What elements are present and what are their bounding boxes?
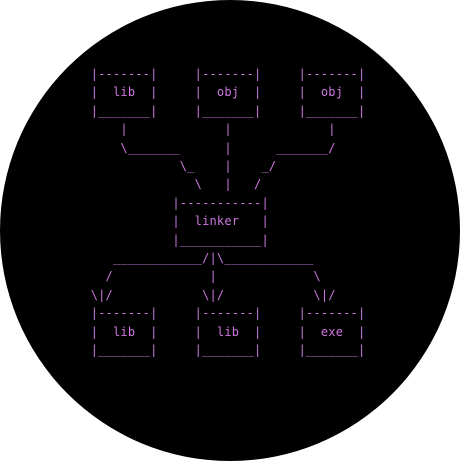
linker-ascii-diagram: |-------| |-------| |-------| | lib | | … xyxy=(90,67,366,358)
